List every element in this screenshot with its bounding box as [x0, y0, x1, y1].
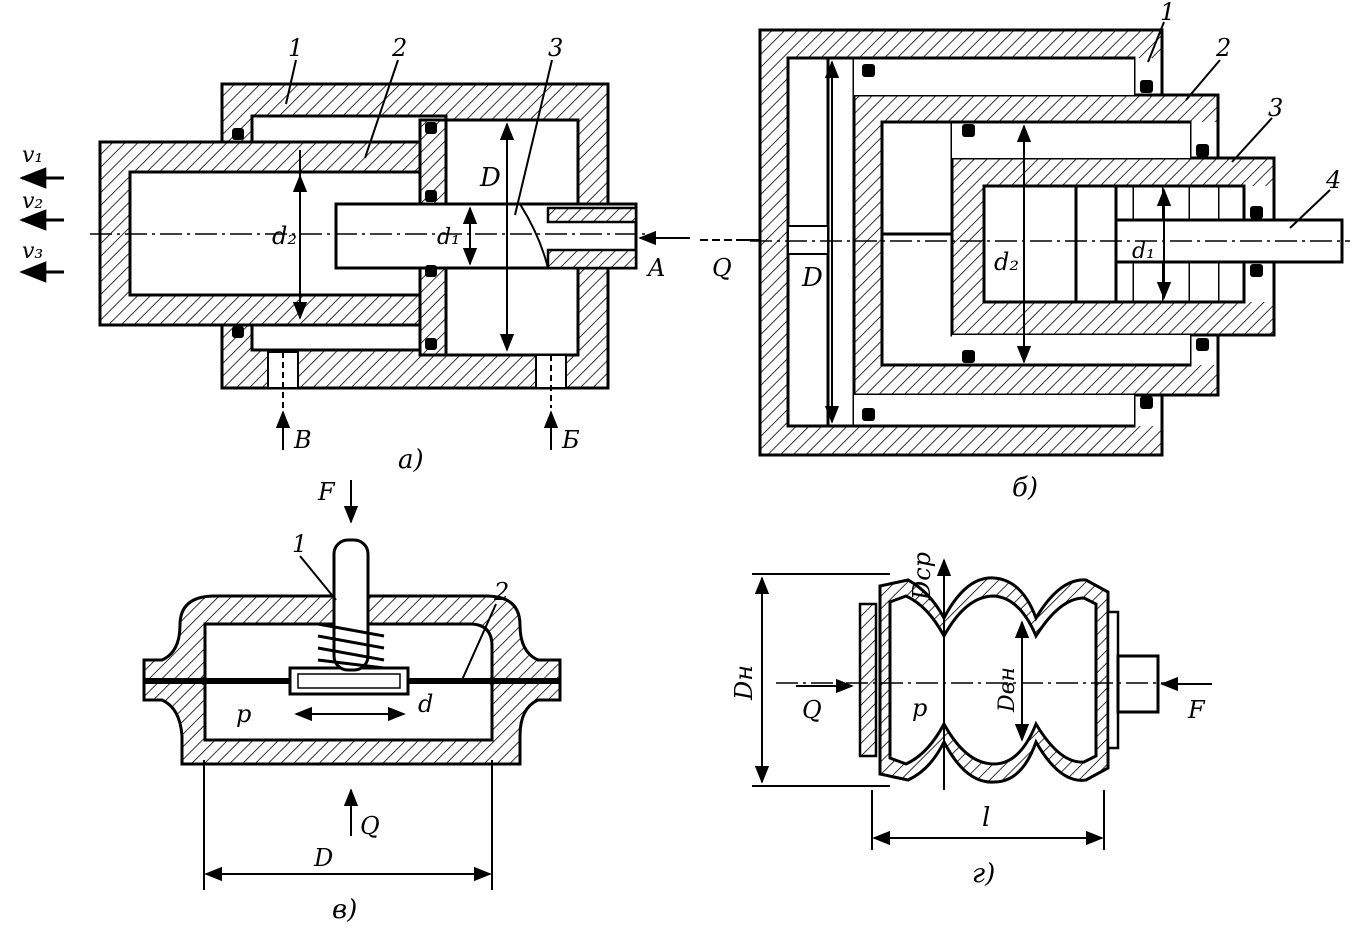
- fig-b-rod-piston: [1074, 184, 1118, 304]
- fig-g-label-F: F: [1187, 696, 1206, 724]
- fig-v-caption: в): [332, 895, 357, 925]
- fig-v-rod-1: [332, 538, 370, 672]
- figure-g-bellows: Dн Dср Dвн Q p F l г): [730, 552, 1212, 889]
- figure-a-telescopic-cylinder: 1 2 3 D d₂ d₁ A В Б v₁ v₂ v₃ а): [19, 34, 690, 475]
- fig-a-caption: а): [398, 445, 424, 475]
- fig-v-label-p: p: [236, 700, 251, 728]
- fig-a-label-A: A: [646, 254, 665, 282]
- fig-v-label-2: 2: [493, 578, 509, 606]
- fig-b-label-2: 2: [1215, 34, 1231, 62]
- fig-a-label-B: Б: [561, 426, 580, 454]
- fig-g-stem: [1116, 654, 1160, 714]
- figure-b-multistage-cylinder: 1 2 3 4 D d₂ d₁ б): [750, 0, 1350, 503]
- fig-a-label-v2: v₂: [22, 189, 43, 214]
- fig-a-label-1: 1: [288, 34, 303, 62]
- fig-a-rod-bevel: [519, 203, 549, 269]
- fig-g-end-plate-left: [858, 602, 878, 758]
- fig-g-label-Dvn: Dвн: [995, 667, 1020, 713]
- fig-g-label-l: l: [982, 803, 990, 833]
- fig-v-label-F: F: [317, 478, 336, 506]
- fig-a-label-Q: Q: [712, 254, 732, 282]
- fig-a-label-3: 3: [548, 34, 563, 62]
- figure-v-diaphragm-chamber: F 1 2 p d Q D в): [142, 478, 562, 925]
- fig-g-label-Dn: Dн: [730, 665, 758, 701]
- fig-a-label-V: В: [293, 426, 312, 454]
- fig-b-label-d1: d₁: [1132, 239, 1155, 264]
- fig-g-bellows-wall: [878, 576, 1110, 784]
- fig-a-label-d2: d₂: [272, 222, 297, 250]
- fig-v-label-Q: Q: [360, 812, 380, 840]
- fig-v-label-d: d: [418, 690, 433, 718]
- fig-v-spring: [317, 622, 385, 670]
- fig-a-rod-tube-wall: [546, 206, 638, 270]
- q-flow-arrow: Q: [700, 239, 760, 282]
- fig-b-chamber-top: [880, 120, 954, 236]
- fig-b-caption: б): [1012, 473, 1038, 503]
- fig-v-housing: [142, 594, 562, 766]
- fig-b-label-1: 1: [1160, 0, 1175, 26]
- fig-g-caption: г): [972, 859, 995, 889]
- fig-b-label-3: 3: [1268, 94, 1283, 122]
- fig-a-label-d1: d₁: [437, 225, 460, 250]
- fig-a-label-v3: v₃: [22, 239, 43, 264]
- fig-b-label-d2: d₂: [994, 248, 1019, 276]
- fig-b-label-4: 4: [1325, 166, 1341, 194]
- fig-a-label-2: 2: [391, 34, 407, 62]
- fig-a-seals: [232, 122, 437, 350]
- fig-a-label-v1: v₁: [22, 143, 43, 168]
- fig-v-label-D: D: [313, 844, 333, 872]
- fig-b-seals: [862, 64, 1263, 421]
- fig-g-label-Q: Q: [802, 696, 822, 724]
- fig-b-label-D: D: [801, 263, 823, 293]
- fig-g-label-p: p: [912, 694, 927, 722]
- fig-g-label-Dsr: Dср: [908, 552, 936, 601]
- fig-a-label-D: D: [479, 163, 501, 193]
- fig-v-label-1: 1: [292, 530, 307, 558]
